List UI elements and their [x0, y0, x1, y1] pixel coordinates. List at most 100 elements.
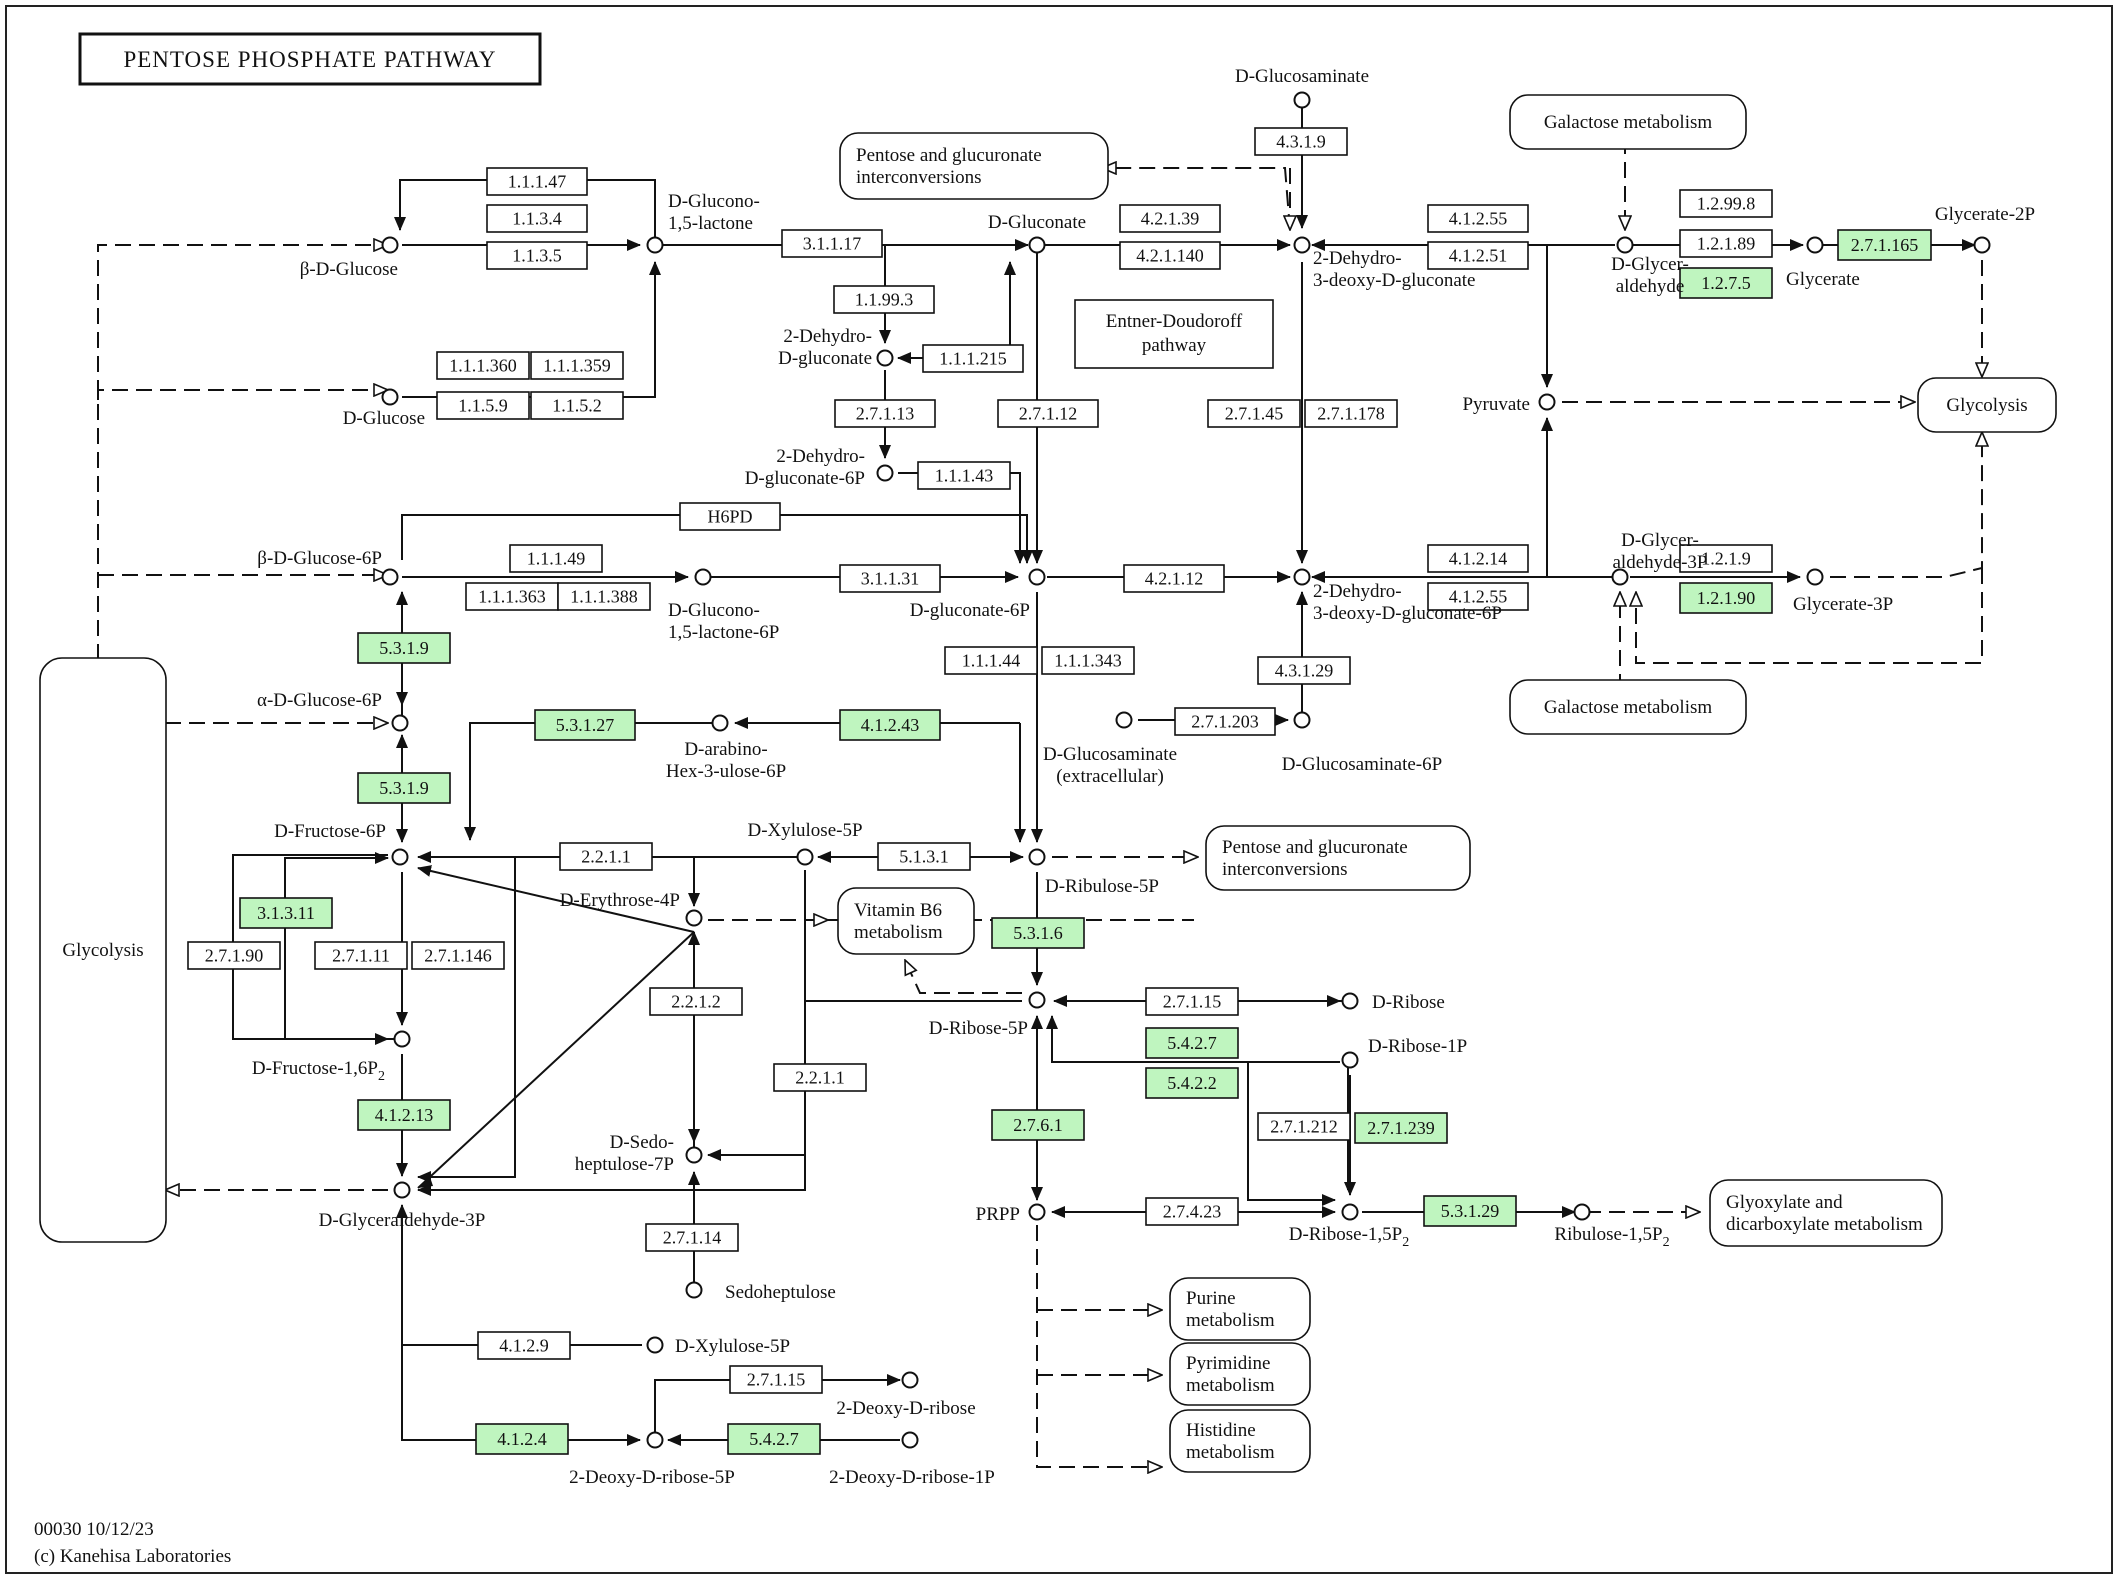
enzyme-5-3-1-9[interactable]: 5.3.1.9: [357, 772, 451, 804]
compound-node-x5p-b[interactable]: [646, 1336, 664, 1354]
compound-node-glcsm-ex[interactable]: [1115, 711, 1133, 729]
enzyme-5-3-1-9[interactable]: 5.3.1.9: [357, 632, 451, 664]
enzyme-1-1-1-343[interactable]: 1.1.1.343: [1041, 646, 1135, 675]
enzyme-1-1-1-43[interactable]: 1.1.1.43: [917, 461, 1011, 490]
enzyme-2-7-1-146[interactable]: 2.7.1.146: [411, 941, 505, 970]
enzyme-3-1-3-11[interactable]: 3.1.3.11: [239, 897, 333, 929]
compound-node-gln15[interactable]: [646, 236, 664, 254]
compound-node-kdg[interactable]: [1293, 236, 1311, 254]
enzyme-5-4-2-7[interactable]: 5.4.2.7: [1145, 1027, 1239, 1059]
enzyme-1-1-5-2[interactable]: 1.1.5.2: [530, 391, 624, 420]
enzyme-2-7-1-212[interactable]: 2.7.1.212: [1257, 1112, 1351, 1141]
enzyme-2-2-1-1[interactable]: 2.2.1.1: [559, 842, 653, 871]
compound-node-dglc[interactable]: [381, 388, 399, 406]
compound-node-rib[interactable]: [1341, 992, 1359, 1010]
map-glycolysis-right[interactable]: Glycolysis: [1917, 377, 2057, 433]
compound-node-ga3p-r[interactable]: [1611, 568, 1629, 586]
enzyme-1-1-5-9[interactable]: 1.1.5.9: [436, 391, 530, 420]
enzyme-2-7-1-11[interactable]: 2.7.1.11: [314, 941, 408, 970]
enzyme-1-1-1-44[interactable]: 1.1.1.44: [944, 646, 1038, 675]
compound-node-bg6p[interactable]: [381, 568, 399, 586]
compound-node-glyc2p[interactable]: [1973, 236, 1991, 254]
enzyme-5-4-2-2[interactable]: 5.4.2.2: [1145, 1067, 1239, 1099]
enzyme-2-7-1-12[interactable]: 2.7.1.12: [997, 399, 1099, 428]
map-gal-top[interactable]: Galactose metabolism: [1509, 94, 1747, 150]
enzyme-1-1-1-49[interactable]: 1.1.1.49: [509, 544, 603, 573]
map-gal-bottom[interactable]: Galactose metabolism: [1509, 679, 1747, 735]
enzyme-3-1-1-31[interactable]: 3.1.1.31: [839, 564, 941, 593]
enzyme-2-7-6-1[interactable]: 2.7.6.1: [991, 1109, 1085, 1141]
map-glycolysis-left[interactable]: Glycolysis: [39, 657, 167, 1243]
compound-node-glcsm[interactable]: [1293, 91, 1311, 109]
enzyme-2-7-1-165[interactable]: 2.7.1.165: [1837, 229, 1932, 261]
enzyme-1-1-3-4[interactable]: 1.1.3.4: [486, 204, 588, 233]
compound-node-x5p[interactable]: [796, 848, 814, 866]
enzyme-1-2-99-8[interactable]: 1.2.99.8: [1679, 189, 1773, 218]
enzyme-1-1-1-215[interactable]: 1.1.1.215: [922, 344, 1024, 373]
enzyme-1-1-3-5[interactable]: 1.1.3.5: [486, 241, 588, 270]
compound-node-rbp[interactable]: [1341, 1203, 1359, 1221]
enzyme-4-2-1-39[interactable]: 4.2.1.39: [1119, 204, 1221, 233]
compound-node-arab[interactable]: [711, 714, 729, 732]
compound-node-s7p[interactable]: [685, 1146, 703, 1164]
compound-node-ag6p[interactable]: [391, 714, 409, 732]
compound-node-r5p[interactable]: [1028, 991, 1046, 1009]
compound-node-r1p[interactable]: [1341, 1051, 1359, 1069]
enzyme-1-1-1-363[interactable]: 1.1.1.363: [465, 582, 559, 611]
compound-node-f6p[interactable]: [391, 848, 409, 866]
enzyme-4-1-2-55[interactable]: 4.1.2.55: [1427, 204, 1529, 233]
enzyme-1-1-1-388[interactable]: 1.1.1.388: [557, 582, 651, 611]
compound-node-ddr5p[interactable]: [646, 1431, 664, 1449]
enzyme-1-2-7-5[interactable]: 1.2.7.5: [1679, 267, 1773, 299]
enzyme-2-7-1-15[interactable]: 2.7.1.15: [729, 1365, 823, 1394]
enzyme-4-1-2-43[interactable]: 4.1.2.43: [839, 709, 941, 741]
compound-node-kdpg[interactable]: [1293, 568, 1311, 586]
enzyme-1-2-1-90[interactable]: 1.2.1.90: [1679, 582, 1773, 614]
enzyme-2-7-4-23[interactable]: 2.7.4.23: [1145, 1197, 1239, 1226]
enzyme-2-7-1-90[interactable]: 2.7.1.90: [187, 941, 281, 970]
enzyme-2-7-1-178[interactable]: 2.7.1.178: [1304, 399, 1398, 428]
compound-node-dhg6p[interactable]: [876, 464, 894, 482]
enzyme-5-3-1-27[interactable]: 5.3.1.27: [534, 709, 636, 741]
enzyme-2-7-1-13[interactable]: 2.7.1.13: [834, 399, 936, 428]
compound-node-ddr[interactable]: [901, 1371, 919, 1389]
compound-node-fbp[interactable]: [393, 1030, 411, 1048]
compound-node-bglc[interactable]: [381, 236, 399, 254]
enzyme-4-2-1-12[interactable]: 4.2.1.12: [1123, 564, 1225, 593]
compound-node-glyc[interactable]: [1806, 236, 1824, 254]
compound-node-pyr[interactable]: [1538, 393, 1556, 411]
enzyme-1-1-99-3[interactable]: 1.1.99.3: [833, 285, 935, 314]
compound-node-glyc3p[interactable]: [1806, 568, 1824, 586]
compound-node-gln6p[interactable]: [694, 568, 712, 586]
enzyme-2-7-1-15[interactable]: 2.7.1.15: [1145, 987, 1239, 1016]
enzyme-5-4-2-7[interactable]: 5.4.2.7: [727, 1423, 821, 1455]
enzyme-1-1-1-47[interactable]: 1.1.1.47: [486, 167, 588, 196]
enzyme-5-1-3-1[interactable]: 5.1.3.1: [877, 842, 971, 871]
compound-node-glcsm6p[interactable]: [1293, 711, 1311, 729]
compound-node-sedo[interactable]: [685, 1281, 703, 1299]
enzyme-5-3-1-29[interactable]: 5.3.1.29: [1423, 1195, 1517, 1227]
compound-node-dhg[interactable]: [876, 349, 894, 367]
enzyme-2-7-1-239[interactable]: 2.7.1.239: [1354, 1112, 1448, 1144]
enzyme-4-1-2-13[interactable]: 4.1.2.13: [357, 1099, 451, 1131]
compound-node-ddr1p[interactable]: [901, 1431, 919, 1449]
enzyme-2-2-1-2[interactable]: 2.2.1.2: [649, 987, 743, 1016]
enzyme-1-2-1-89[interactable]: 1.2.1.89: [1679, 229, 1773, 258]
enzyme-4-1-2-9[interactable]: 4.1.2.9: [477, 1331, 571, 1360]
enzyme-3-1-1-17[interactable]: 3.1.1.17: [781, 229, 883, 258]
compound-node-prpp[interactable]: [1028, 1203, 1046, 1221]
enzyme-1-1-1-360[interactable]: 1.1.1.360: [436, 351, 530, 380]
enzyme-4-3-1-29[interactable]: 4.3.1.29: [1257, 656, 1351, 685]
enzyme-4-2-1-140[interactable]: 4.2.1.140: [1119, 241, 1221, 270]
enzyme-2-7-1-45[interactable]: 2.7.1.45: [1207, 399, 1301, 428]
enzyme-1-1-1-359[interactable]: 1.1.1.359: [530, 351, 624, 380]
enzyme-2-2-1-1[interactable]: 2.2.1.1: [773, 1063, 867, 1092]
enzyme-4-1-2-51[interactable]: 4.1.2.51: [1427, 241, 1529, 270]
enzyme-4-1-2-14[interactable]: 4.1.2.14: [1427, 544, 1529, 573]
enzyme-2-7-1-203[interactable]: 2.7.1.203: [1174, 707, 1276, 736]
